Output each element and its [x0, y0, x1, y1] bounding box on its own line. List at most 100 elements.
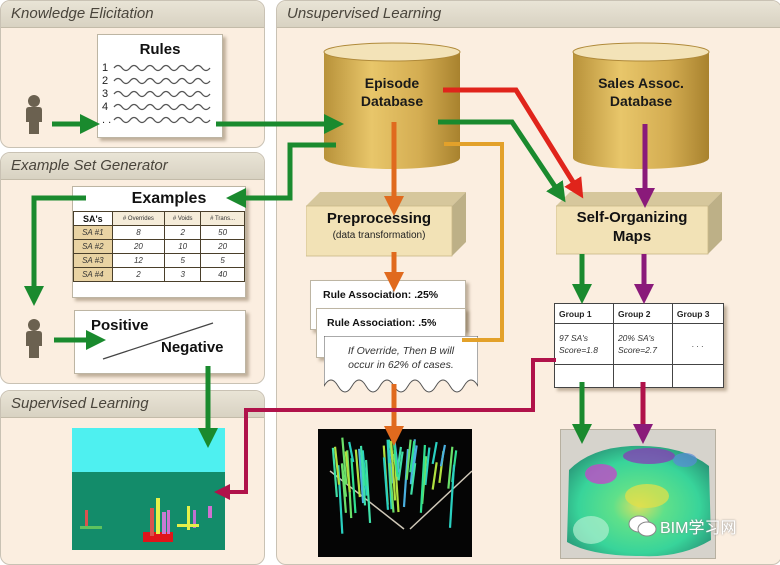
rule-number: 3: [102, 87, 109, 100]
row-label: SA #2: [73, 239, 113, 254]
bar-mark: [447, 446, 454, 489]
supervised-3d-plot: [72, 428, 225, 550]
table-cell: 20: [111, 239, 166, 254]
wechat-icon: [628, 515, 657, 537]
squiggle-line-icon: [113, 90, 211, 97]
som-label: Self-Organizing Maps: [556, 208, 708, 246]
preprocessing-title: Preprocessing: [326, 210, 432, 227]
rule-statement: If Override, Then B will occur in 62% of…: [324, 344, 478, 372]
person-icon: [26, 319, 42, 358]
panel-header: Unsupervised Learning: [277, 1, 780, 28]
table-cell: 8: [111, 225, 166, 240]
rules-title: Rules: [139, 41, 181, 58]
table-cell: 2: [111, 267, 166, 282]
label-line: Database: [360, 93, 424, 109]
empty-cell: [554, 364, 614, 388]
panel-header: Example Set Generator: [1, 153, 264, 180]
row-label: SA #1: [73, 225, 113, 240]
som-3d-surface: [567, 445, 711, 557]
rule-number: 4: [102, 100, 109, 113]
label-line: . . .: [692, 339, 704, 349]
table-cell: 5: [200, 253, 245, 268]
bar-mark: [350, 458, 357, 514]
table-cell: 10: [164, 239, 202, 254]
table-cell: 5: [164, 253, 202, 268]
negative-label: Negative: [161, 339, 224, 356]
table-cell: 2: [164, 225, 202, 240]
panel-title: Supervised Learning: [11, 395, 149, 412]
episode-database: Episode Database: [323, 42, 461, 170]
squiggle-line-icon: [113, 116, 211, 123]
panel-title: Unsupervised Learning: [287, 5, 442, 22]
bar-mark: [431, 441, 438, 465]
label-line: If Override, Then B will: [347, 345, 455, 357]
positive-label: Positive: [91, 317, 149, 334]
empty-cell: [671, 364, 725, 388]
rule-item: 4: [102, 100, 212, 113]
rule-association-text: Rule Association: .5%: [327, 317, 437, 329]
label-line: Sales Assoc.: [598, 75, 684, 91]
rule-number: 2: [102, 74, 109, 87]
rule-item: . .: [102, 113, 212, 126]
sales-assoc-database: Sales Assoc. Database: [572, 42, 710, 170]
column-header: # Overrides: [111, 211, 166, 226]
rule-item: 3: [102, 87, 212, 100]
squiggle-line-icon: [113, 103, 211, 110]
group-value: . . .: [671, 323, 725, 365]
row-label: SA #4: [73, 267, 113, 282]
preprocessing-box: Preprocessing (data transformation): [306, 192, 466, 258]
preprocessing-subtitle: (data transformation): [332, 230, 426, 241]
box-3d-shape: [556, 192, 722, 255]
column-header: SA's: [73, 211, 113, 226]
label-line: occur in 62% of cases.: [348, 359, 454, 371]
table-row: [554, 364, 725, 388]
rule-item: 2: [102, 74, 212, 87]
table-cell: 12: [111, 253, 166, 268]
rule-item: 1: [102, 61, 212, 74]
label-line: Score=2.7: [617, 345, 657, 355]
som-visualization: [560, 429, 716, 559]
row-label: SA #3: [73, 253, 113, 268]
panel-header: Knowledge Elicitation: [1, 1, 264, 28]
label-line: Self-Organizing: [576, 209, 688, 226]
rule-number: . .: [102, 113, 112, 126]
group-header: Group 3: [671, 303, 725, 324]
column-header: # Voids: [164, 211, 202, 226]
examples-title: Examples: [131, 190, 207, 207]
table-cell: 20: [200, 239, 245, 254]
table-cell: 3: [164, 267, 202, 282]
rule-association-text: Rule Association: .25%: [323, 289, 439, 301]
classification-card: Positive Negative: [74, 310, 246, 374]
table-header-row: SA's# Overrides# Voids# Trans...: [73, 211, 245, 226]
person-icon: [26, 95, 42, 134]
squiggle-line-icon: [113, 77, 211, 84]
watermark-text: BIM学习网: [660, 520, 737, 537]
label-line: Score=1.8: [559, 345, 598, 355]
label-line: 97 SA's: [559, 333, 589, 343]
supervised-visualization: [72, 428, 225, 550]
label-line: 20% SA's: [617, 333, 655, 343]
sales-database-label: Sales Assoc. Database: [572, 74, 710, 110]
watermark: BIM学习网: [628, 514, 736, 538]
panel-title: Example Set Generator: [11, 157, 168, 174]
empty-cell: [612, 364, 673, 388]
rule-number: 1: [102, 61, 109, 74]
rule-association-visualization: [318, 429, 472, 557]
squiggle-line-icon: [113, 64, 211, 71]
self-organizing-maps-box: Self-Organizing Maps: [556, 192, 722, 256]
panel-title: Knowledge Elicitation: [11, 5, 154, 22]
label-line: Database: [609, 93, 673, 109]
group-header: Group 1: [554, 303, 614, 324]
panel-header: Supervised Learning: [1, 391, 264, 418]
divider-line: [102, 322, 214, 360]
table-cell: 50: [200, 225, 245, 240]
